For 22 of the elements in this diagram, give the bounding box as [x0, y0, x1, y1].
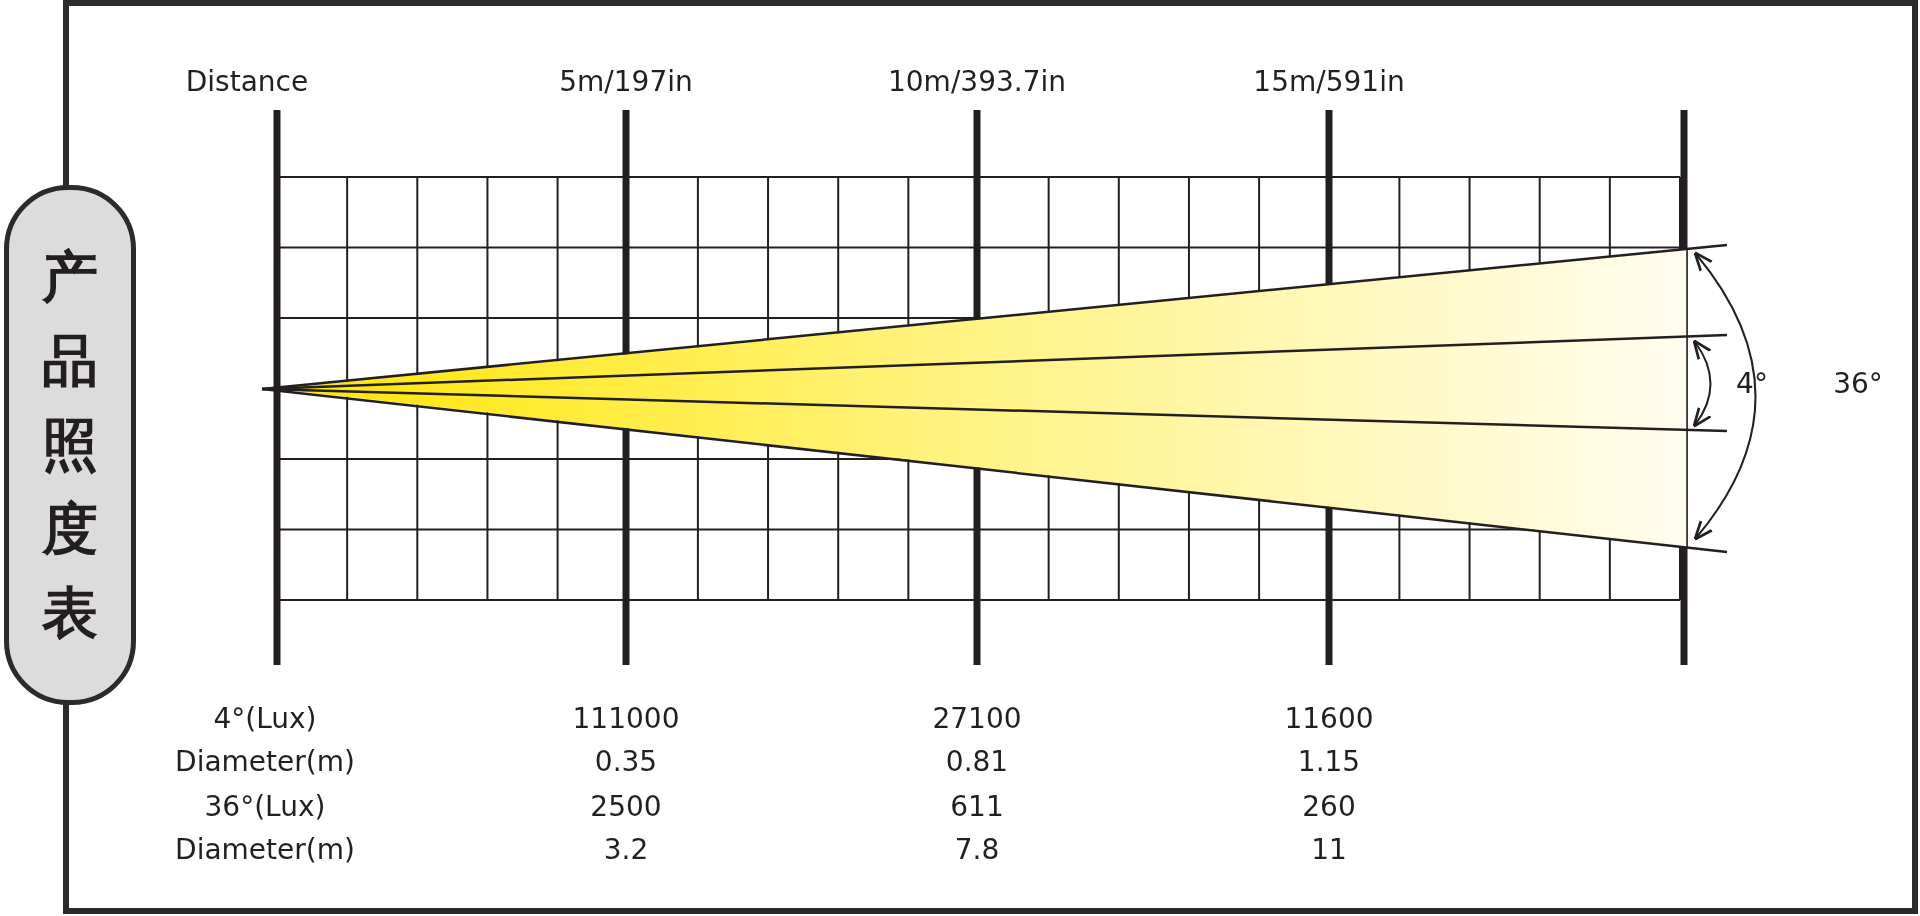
data-value: 0.81: [945, 746, 1009, 778]
data-value: 2500: [590, 791, 662, 823]
data-value: 7.8: [954, 834, 1000, 866]
data-value: 11: [1311, 834, 1347, 866]
distance-label: 15m/591in: [1253, 66, 1405, 98]
data-value: 111000: [572, 703, 680, 735]
angle-label: 36°: [1833, 368, 1883, 400]
distance-label: 5m/197in: [559, 66, 693, 98]
title-banner: 产品照度表: [4, 185, 136, 705]
row-label: 4°(Lux): [213, 703, 317, 735]
row-label: 36°(Lux): [204, 791, 326, 823]
data-value: 11600: [1284, 703, 1374, 735]
data-value: 27100: [932, 703, 1022, 735]
row-label: Diameter(m): [175, 834, 355, 866]
data-value: 260: [1302, 791, 1356, 823]
data-value: 0.35: [594, 746, 658, 778]
data-value: 611: [950, 791, 1004, 823]
distance-label: 10m/393.7in: [888, 66, 1066, 98]
data-value: 1.15: [1297, 746, 1361, 778]
distance-heading: Distance: [185, 66, 309, 98]
data-value: 3.2: [603, 834, 649, 866]
row-label: Diameter(m): [175, 746, 355, 778]
